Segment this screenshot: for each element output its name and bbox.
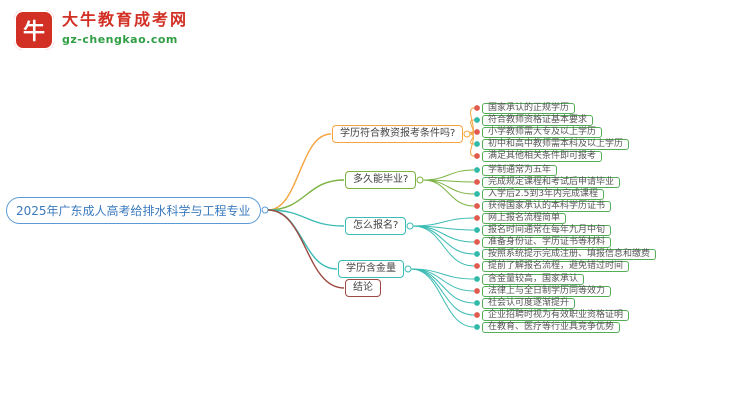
node-anchor-dot	[474, 324, 480, 330]
node-anchor-dot	[474, 251, 480, 257]
leaf-node[interactable]: 完成规定课程和考试后申请毕业	[482, 176, 621, 188]
logo-subtitle: gz-chengkao.com	[62, 33, 178, 46]
leaf-node[interactable]: 在教育、医疗等行业具竞争优势	[482, 321, 621, 333]
connector-line	[267, 209, 345, 289]
node-anchor-dot	[474, 227, 480, 233]
leaf-node[interactable]: 企业招聘时视为有效职业资格证明	[482, 309, 630, 321]
branch-label-3[interactable]: 怎么报名?	[345, 217, 407, 235]
leaf-node[interactable]: 社会认可度逐渐提升	[482, 297, 576, 309]
node-anchor-dot	[474, 203, 480, 209]
node-anchor-dot	[463, 130, 471, 138]
logo-title: 大牛教育成考网	[62, 10, 189, 29]
leaf-node[interactable]: 提前了解报名流程，避免错过时间	[482, 260, 630, 272]
node-anchor-dot	[406, 222, 414, 230]
node-anchor-dot	[474, 300, 480, 306]
node-anchor-dot	[474, 105, 480, 111]
connector-line	[412, 225, 475, 267]
node-anchor-dot	[404, 265, 412, 273]
node-anchor-dot	[474, 179, 480, 185]
node-anchor-dot	[474, 117, 480, 123]
leaf-node[interactable]: 法律上与全日制学历同等效力	[482, 285, 612, 297]
connector-line	[410, 268, 475, 316]
connector-line	[410, 268, 475, 292]
connector-line	[267, 133, 332, 211]
node-anchor-dot	[474, 129, 480, 135]
node-anchor-dot	[474, 153, 480, 159]
node-anchor-dot	[474, 276, 480, 282]
node-anchor-dot	[474, 288, 480, 294]
node-anchor-dot	[474, 191, 480, 197]
node-anchor-dot	[474, 239, 480, 245]
branch-label-2[interactable]: 多久能毕业?	[345, 171, 417, 189]
leaf-node[interactable]: 符合教师资格证基本要求	[482, 114, 594, 126]
leaf-node[interactable]: 小学教师需大专及以上学历	[482, 126, 603, 138]
leaf-node[interactable]: 国家承认的正规学历	[482, 102, 576, 114]
node-anchor-dot	[474, 312, 480, 318]
connector-line	[267, 209, 345, 227]
connector-line	[267, 179, 345, 211]
branch-label-1[interactable]: 学历符合教资报考条件吗?	[332, 125, 464, 143]
node-anchor-dot	[474, 263, 480, 269]
leaf-node[interactable]: 网上报名流程简单	[482, 212, 567, 224]
branch-label-4[interactable]: 学历含金量	[338, 260, 404, 278]
connector-line	[410, 268, 475, 328]
leaf-node[interactable]: 学制通常为五年	[482, 164, 558, 176]
connector-line	[422, 169, 475, 181]
connector-line	[267, 209, 338, 270]
leaf-node[interactable]: 初中和高中教师需本科及以上学历	[482, 138, 630, 150]
leaf-node[interactable]: 按照系统提示完成注册、填报信息和缴费	[482, 248, 657, 260]
node-anchor-dot	[474, 167, 480, 173]
leaf-node[interactable]: 准备身份证、学历证书等材料	[482, 236, 612, 248]
logo-text-block: 大牛教育成考网 gz-chengkao.com	[62, 10, 188, 46]
node-anchor-dot	[474, 141, 480, 147]
leaf-node[interactable]: 满足其他相关条件即可报考	[482, 150, 603, 162]
site-logo: 牛 大牛教育成考网 gz-chengkao.com	[14, 10, 188, 50]
connector-line	[412, 217, 475, 227]
logo-bull-icon: 牛	[14, 10, 54, 50]
root-topic-node[interactable]: 2025年广东成人高考给排水科学与工程专业	[6, 196, 261, 224]
connector-line	[422, 179, 475, 207]
node-anchor-dot	[416, 176, 424, 184]
leaf-node[interactable]: 入学后2.5到3年内完成课程	[482, 188, 605, 200]
leaf-node[interactable]: 报名时间通常在每年九月中旬	[482, 224, 612, 236]
node-anchor-dot	[474, 215, 480, 221]
logo-bull-glyph: 牛	[22, 20, 45, 45]
leaf-node[interactable]: 获得国家承认的本科学历证书	[482, 200, 612, 212]
node-anchor-dot	[261, 206, 269, 214]
leaf-node[interactable]: 含金量较高，国家承认	[482, 273, 585, 285]
connector-line	[469, 133, 475, 157]
branch-label-5[interactable]: 结论	[345, 279, 381, 297]
